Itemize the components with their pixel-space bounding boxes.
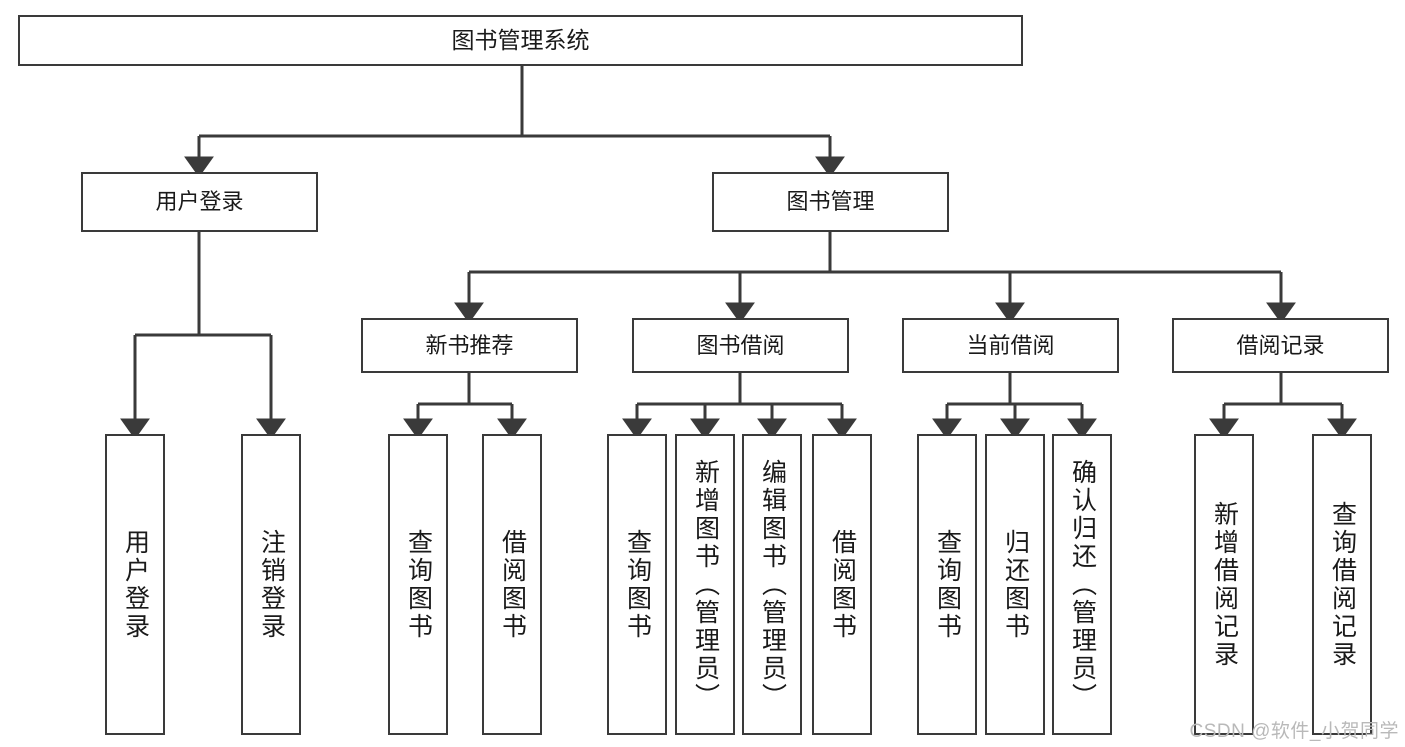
node-book-management[interactable]: 图书管理	[712, 172, 949, 232]
leaf-query-borrow-record[interactable]: 查询借阅记录	[1312, 434, 1372, 735]
leaf-logout[interactable]: 注销登录	[241, 434, 301, 735]
leaf-query-book-newbook-label: 查询图书	[404, 528, 433, 641]
leaf-borrow-book-newbook[interactable]: 借阅图书	[482, 434, 542, 735]
leaf-confirm-return-admin-label: 确认归还（管理员）	[1068, 458, 1097, 711]
node-book-borrow[interactable]: 图书借阅	[632, 318, 849, 373]
leaf-add-borrow-record[interactable]: 新增借阅记录	[1194, 434, 1254, 735]
leaf-borrow-book-newbook-label: 借阅图书	[498, 528, 527, 641]
node-book-management-label: 图书管理	[786, 189, 875, 215]
leaf-add-book-admin-label: 新增图书（管理员）	[691, 458, 720, 711]
leaf-edit-book-admin[interactable]: 编辑图书（管理员）	[742, 434, 802, 735]
leaf-query-book-borrow[interactable]: 查询图书	[607, 434, 667, 735]
leaf-query-borrow-record-label: 查询借阅记录	[1328, 500, 1357, 669]
leaf-return-book[interactable]: 归还图书	[985, 434, 1045, 735]
node-root-label: 图书管理系统	[451, 27, 590, 54]
leaf-logout-label: 注销登录	[257, 528, 286, 641]
node-borrow-records-label: 借阅记录	[1236, 332, 1325, 358]
node-new-book-recommend[interactable]: 新书推荐	[361, 318, 578, 373]
leaf-edit-book-admin-label: 编辑图书（管理员）	[758, 458, 787, 711]
leaf-user-login-label: 用户登录	[121, 528, 150, 641]
node-new-book-recommend-label: 新书推荐	[425, 332, 514, 358]
leaf-user-login[interactable]: 用户登录	[105, 434, 165, 735]
node-current-borrow-label: 当前借阅	[966, 332, 1055, 358]
node-root[interactable]: 图书管理系统	[18, 15, 1023, 66]
leaf-query-book-current[interactable]: 查询图书	[917, 434, 977, 735]
leaf-query-book-newbook[interactable]: 查询图书	[388, 434, 448, 735]
leaf-borrow-book-borrow-label: 借阅图书	[828, 528, 857, 641]
node-user-login[interactable]: 用户登录	[81, 172, 318, 232]
leaf-query-book-current-label: 查询图书	[933, 528, 962, 641]
leaf-add-borrow-record-label: 新增借阅记录	[1210, 500, 1239, 669]
leaf-query-book-borrow-label: 查询图书	[623, 528, 652, 641]
csdn-watermark: CSDN @软件_小贺同学	[1189, 721, 1399, 742]
leaf-return-book-label: 归还图书	[1001, 528, 1030, 641]
node-current-borrow[interactable]: 当前借阅	[902, 318, 1119, 373]
node-user-login-label: 用户登录	[155, 189, 244, 215]
leaf-confirm-return-admin[interactable]: 确认归还（管理员）	[1052, 434, 1112, 735]
node-book-borrow-label: 图书借阅	[696, 332, 785, 358]
leaf-borrow-book-borrow[interactable]: 借阅图书	[812, 434, 872, 735]
leaf-add-book-admin[interactable]: 新增图书（管理员）	[675, 434, 735, 735]
node-borrow-records[interactable]: 借阅记录	[1172, 318, 1389, 373]
